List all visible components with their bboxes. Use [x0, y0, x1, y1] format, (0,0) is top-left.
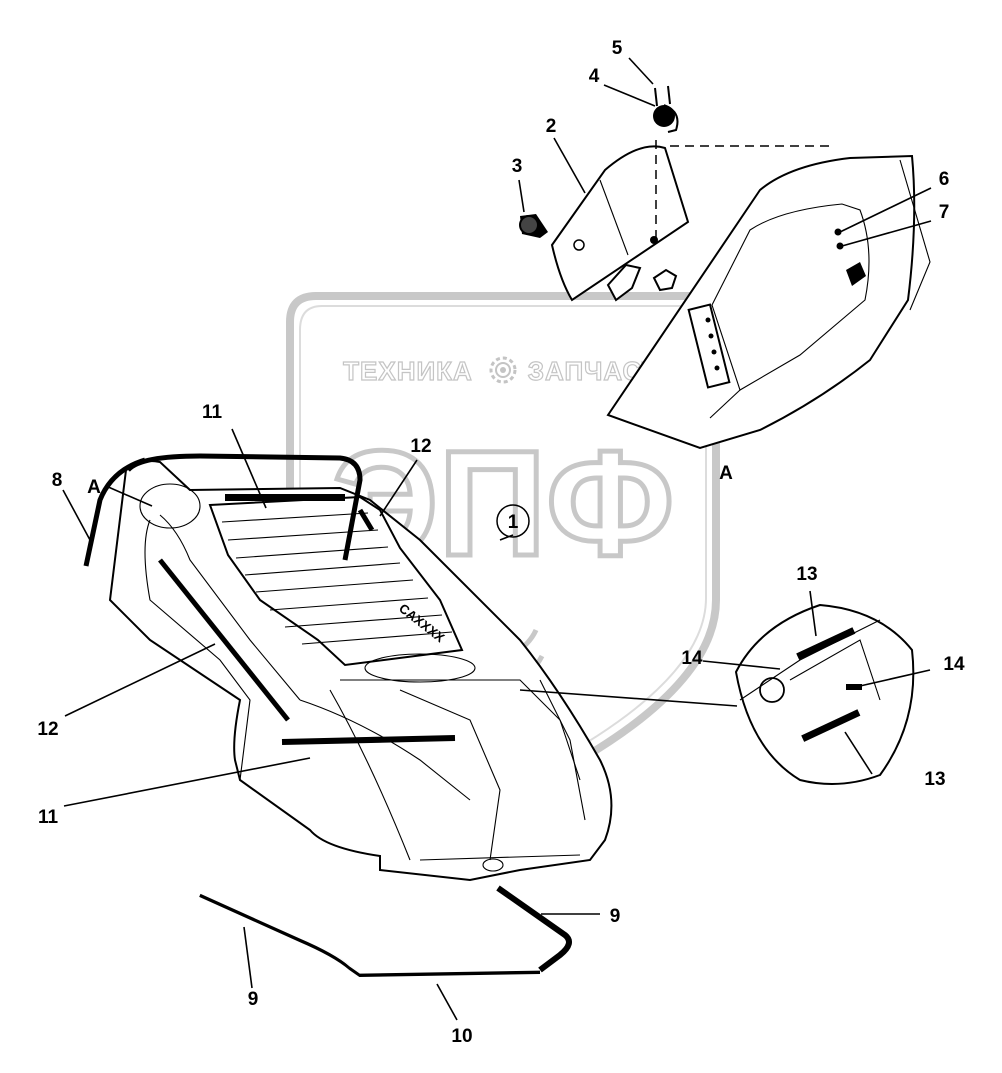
callout-3: 3 [512, 156, 523, 177]
hinge-4 [653, 85, 679, 133]
callout-12-left: 12 [37, 719, 58, 740]
strip-13-lower [801, 709, 861, 742]
gear-icon [489, 356, 517, 384]
detail-circle-inset [734, 603, 915, 785]
cab-roof-assembly: CAXXXX [83, 453, 613, 882]
strip-12-top [357, 508, 375, 532]
callout-12-top: 12 [410, 436, 431, 457]
detail-view-a [606, 154, 931, 450]
cab-roof-top-panel [208, 495, 464, 667]
hatch-cover-2 [550, 140, 690, 302]
strip-14-right [846, 684, 862, 690]
roof-rail-upper [126, 453, 363, 561]
strip-12-side [158, 558, 290, 722]
knob-3 [519, 214, 548, 238]
callout-9-left: 9 [248, 989, 259, 1010]
callout-6: 6 [939, 169, 950, 190]
inset-leader [519, 689, 738, 707]
strip-13-upper [796, 627, 856, 660]
callout-4: 4 [589, 66, 600, 87]
cab-side-panels [139, 483, 586, 872]
callout-2: 2 [546, 116, 557, 137]
view-a-left: A [87, 477, 101, 498]
callout-14-right: 14 [943, 654, 965, 675]
strip-11-upper [225, 494, 345, 501]
callout-labels: 1 2 3 4 5 6 7 8 9 9 10 11 11 12 12 13 13… [37, 38, 965, 1047]
latch-parts [606, 263, 678, 302]
bolt-6 [834, 228, 842, 236]
callout-14-left: 14 [681, 648, 703, 669]
seal-9-right [496, 885, 572, 973]
inset-round-opening [759, 677, 785, 703]
callout-5: 5 [612, 38, 623, 59]
roof-ribs [221, 512, 453, 645]
callout-13-top: 13 [796, 564, 817, 585]
callout-11-top: 11 [202, 402, 223, 423]
callout-11-bottom: 11 [38, 807, 59, 828]
hinge-plate [687, 303, 731, 389]
view-a-right: A [719, 463, 733, 484]
callout-13-bottom: 13 [924, 769, 945, 790]
callout-10: 10 [451, 1026, 472, 1047]
callout-1: 1 [508, 512, 519, 533]
washer-7 [836, 242, 844, 250]
callout-1-ring [496, 504, 530, 538]
leader-lines [62, 57, 932, 1021]
strip-11-lower [281, 735, 456, 745]
watermark-left-word: ТЕХНИКА [343, 356, 473, 386]
callout-8: 8 [52, 470, 63, 491]
callout-7: 7 [939, 202, 950, 223]
callout-9-right: 9 [610, 906, 621, 927]
seal-10 [199, 893, 541, 978]
